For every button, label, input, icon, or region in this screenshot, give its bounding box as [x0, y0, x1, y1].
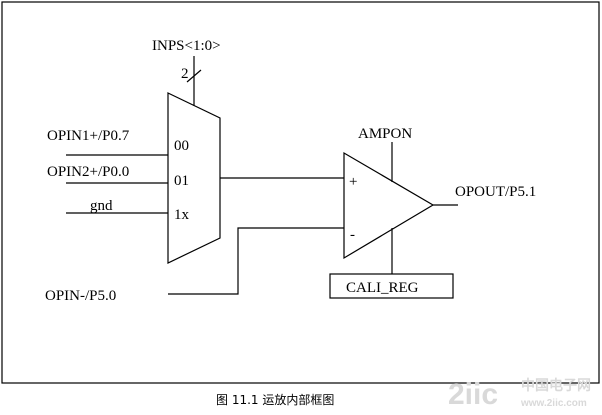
neg-input-label: OPIN-/P5.0: [45, 288, 116, 304]
figure-caption: 图 11.1 运放内部框图: [216, 392, 334, 407]
bus-slash: [186, 69, 202, 83]
watermark-chinese: 中国电子网: [521, 377, 591, 393]
mux-code-00: 00: [174, 138, 189, 154]
input-label-opin1: OPIN1+/P0.7: [47, 128, 130, 144]
diagram-frame: [1, 1, 600, 384]
input-label-opin2: OPIN2+/P0.0: [47, 164, 129, 180]
watermark-logo: 2iic 中国电子网 www.2iic.com: [448, 377, 591, 411]
plus-sign: +: [349, 174, 357, 190]
watermark-brand: 2iic: [448, 378, 498, 411]
minus-sign: -: [350, 227, 355, 243]
bus-width-label: 2: [181, 66, 189, 82]
neg-input-line: [168, 227, 344, 295]
input-label-gnd: gnd: [90, 198, 113, 214]
watermark-url: www.2iic.com: [520, 398, 587, 409]
output-label: OPOUT/P5.1: [455, 184, 536, 200]
ampon-label: AMPON: [358, 126, 412, 142]
mux-block: [167, 92, 221, 264]
cali-reg-label: CALI_REG: [346, 280, 419, 296]
cali-reg-box: [329, 273, 454, 299]
opamp-triangle: [343, 151, 435, 260]
select-label: INPS<1:0>: [152, 38, 221, 54]
mux-code-01: 01: [174, 173, 189, 189]
mux-code-1x: 1x: [174, 207, 190, 223]
